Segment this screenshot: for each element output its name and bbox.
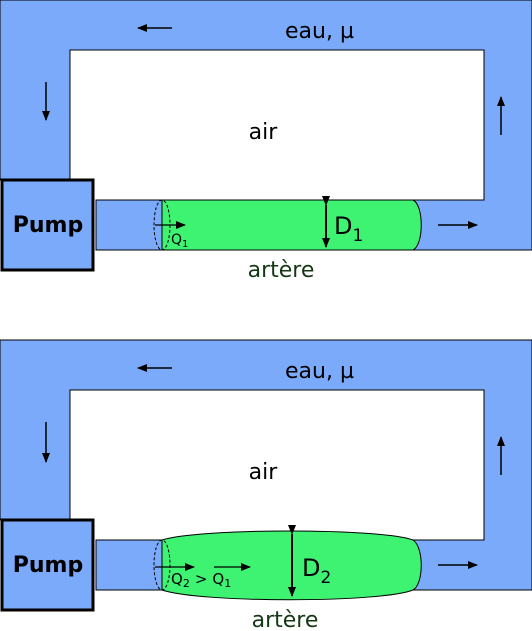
diameter-label: D1: [334, 212, 363, 246]
artery-label: artère: [248, 258, 315, 283]
air-label: air: [249, 460, 279, 485]
fluid-label: eau, µ: [285, 359, 354, 384]
flow-comparison-label: Q2>Q1: [171, 570, 231, 590]
pump-label: Pump: [13, 553, 83, 578]
air-label: air: [249, 120, 279, 145]
artery-label: artère: [252, 608, 319, 631]
artery-inlet-ellipse: [153, 539, 171, 591]
circuit-diagram-bottom: Pump eau, µ air artère Q2>Q1 D2: [0, 339, 532, 631]
flow-label: Q1: [171, 232, 188, 250]
fluid-label: eau, µ: [285, 19, 354, 44]
pump-label: Pump: [13, 213, 83, 238]
pump-box: [0, 518, 95, 612]
artery-tube: [161, 199, 422, 251]
diameter-label: D2: [302, 554, 331, 588]
pump-box: [0, 178, 95, 272]
circuit-diagram-top: Pump eau, µ air artère Q1 D1: [0, 0, 532, 283]
